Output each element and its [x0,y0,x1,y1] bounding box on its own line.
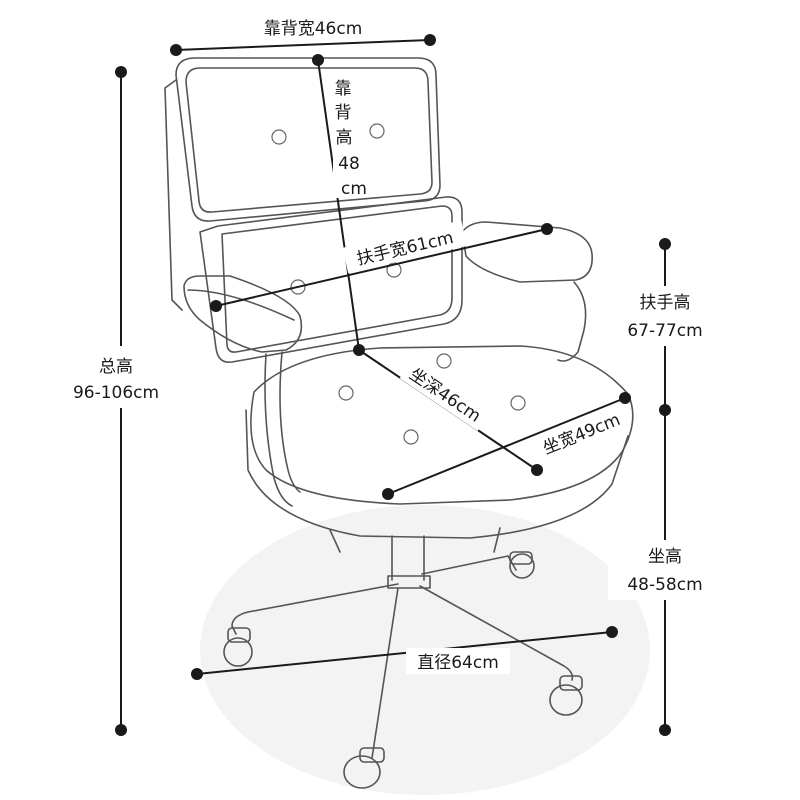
caster-right [549,675,583,716]
tuft-button [386,262,402,278]
caster-back [509,551,535,579]
total-height-title: 总高 [99,357,133,377]
caster-left [223,627,253,667]
back-height-label-char: 靠 [335,79,352,99]
seat-height-title: 坐高 [648,547,682,567]
total-height-dimension: 总高 96-106cm [56,66,180,736]
tuft-button [436,353,452,369]
backrest-lower-cushion [199,196,463,364]
back-width-dimension: 靠背宽46cm [170,14,436,56]
back-height-label-char: 高 [336,128,353,148]
backrest-lower-inner [221,205,453,353]
right-armrest-pad [461,221,593,283]
left-armrest-pad-top [187,289,295,321]
tuft-button [510,395,526,411]
armrest-height-value: 67-77cm [627,321,702,341]
total-height-value: 96-106cm [73,383,159,403]
armrest-width-dimension: 扶手宽61cm [210,220,553,312]
backrest-upper-inner [185,67,433,213]
seat-depth-dimension: 坐深46cm [358,349,543,476]
armrest-height-title: 扶手高 [640,293,691,313]
back-height-label-char: 背 [335,103,352,123]
diameter-label: 直径64cm [417,653,499,673]
tuft-button [338,385,354,401]
caster-front [343,747,385,789]
gas-cylinder [391,535,425,581]
seat-cushion-side [245,409,629,539]
seat-width-dimension: 坐宽49cm [382,392,632,500]
seat-height-value: 48-58cm [627,575,702,595]
mechanism-plate [329,527,501,553]
backrest-frame [164,79,183,311]
gas-cylinder-cap [387,575,431,589]
tuft-button [369,123,385,139]
base-leg-back [421,555,517,575]
back-height-label-unit: cm [341,179,367,199]
base-leg-left [231,583,399,635]
base-leg-front [371,587,399,759]
back-height-dimension: 靠 背 高 48 cm [312,54,367,356]
seat-height-dimension: 坐高 48-58cm [608,404,722,736]
right-armrest-support [557,281,587,362]
back-width-label: 靠背宽46cm [264,19,363,39]
armrest-height-dimension: 扶手高 67-77cm [610,238,720,410]
base-leg-right [419,585,574,681]
backrest-upper-cushion [175,57,441,222]
back-height-label-value: 48 [338,154,360,174]
office-chair-illustration [164,57,634,789]
seat-depth-label: 坐深46cm [405,364,484,426]
tuft-button [271,129,287,145]
left-armrest-support-inner [279,351,301,493]
dimension-annotations: 靠背宽46cm 靠 背 高 48 cm 扶手宽61cm [56,14,722,736]
left-armrest-support [264,353,293,507]
tuft-button [403,429,419,445]
left-armrest-pad [183,275,303,353]
diameter-dimension: 直径64cm [191,626,618,680]
